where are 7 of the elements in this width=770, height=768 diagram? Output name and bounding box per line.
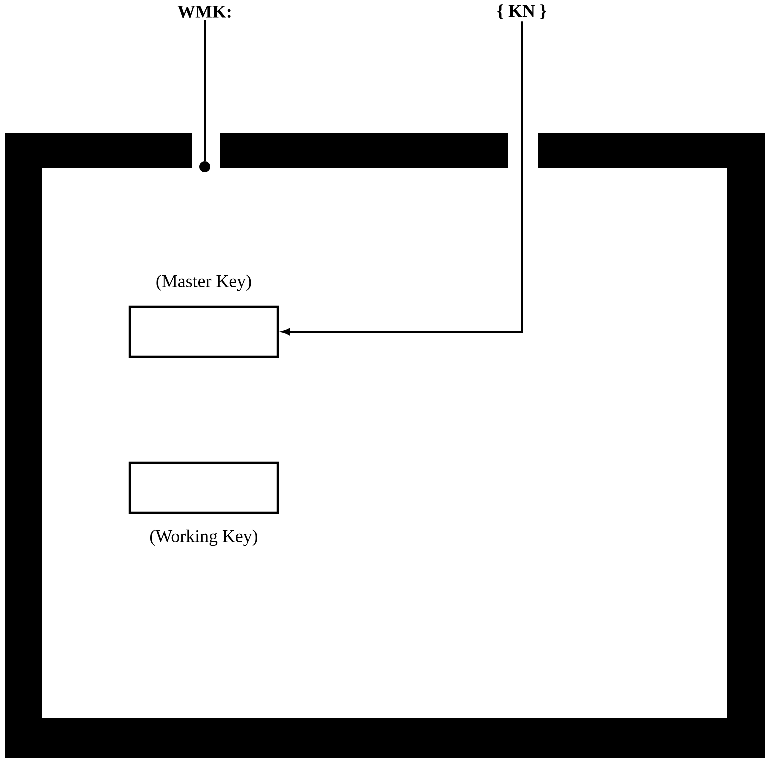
arrow — [282, 22, 523, 336]
dot — [200, 162, 210, 172]
box-label: (Working Key) — [150, 530, 258, 546]
signal-label: WMK: — [178, 6, 231, 18]
connector-line — [204, 20, 206, 162]
box-label: (Master Key) — [156, 274, 252, 292]
signal-label: { KN } — [498, 4, 546, 20]
